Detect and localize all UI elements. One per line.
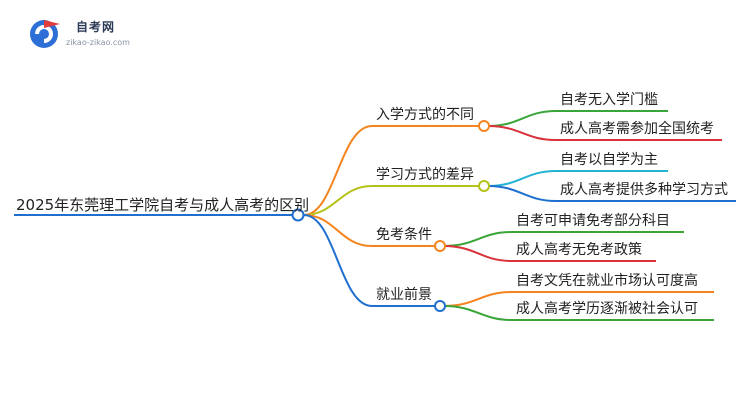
branch-connector-2	[303, 185, 484, 216]
leaf-label-2-1: 自考以自学为主	[560, 152, 658, 168]
leaf-label-1-2: 成人高考需参加全国统考	[560, 121, 714, 137]
branch-node-circle-4	[434, 300, 446, 312]
leaf-connector-1-2	[487, 125, 722, 141]
branch-connector-3	[303, 214, 440, 247]
root-node-label: 2025年东莞理工学院自考与成人高考的区别	[16, 196, 310, 214]
leaf-label-4-2: 成人高考学历逐渐被社会认可	[516, 301, 698, 317]
branch-label-2: 学习方式的差异	[376, 167, 474, 183]
branch-connector-4	[303, 214, 440, 307]
branch-node-circle-2	[478, 180, 490, 192]
branch-node-circle-1	[478, 120, 490, 132]
logo-icon	[30, 20, 60, 48]
leaf-label-1-1: 自考无入学门槛	[560, 92, 658, 108]
leaf-label-4-1: 自考文凭在就业市场认可度高	[516, 273, 698, 289]
leaf-connector-2-2	[487, 185, 736, 202]
site-logo: 自考网 zikao-zikao.com	[26, 14, 146, 54]
branch-label-1: 入学方式的不同	[376, 107, 474, 123]
leaf-connector-2-1	[487, 170, 668, 187]
branch-node-circle-3	[434, 240, 446, 252]
logo-title: 自考网	[76, 20, 116, 34]
leaf-connector-3-2	[443, 245, 656, 262]
branch-label-4: 就业前景	[376, 287, 432, 303]
branch-connector-1	[303, 125, 484, 216]
logo-subtitle: zikao-zikao.com	[66, 38, 130, 47]
leaf-connector-4-2	[443, 305, 714, 321]
leaf-label-3-2: 成人高考无免考政策	[516, 242, 642, 258]
leaf-label-2-2: 成人高考提供多种学习方式	[560, 182, 728, 198]
leaf-label-3-1: 自考可申请免考部分科目	[516, 213, 670, 229]
root-node-circle	[291, 208, 305, 222]
branch-label-3: 免考条件	[376, 227, 432, 243]
